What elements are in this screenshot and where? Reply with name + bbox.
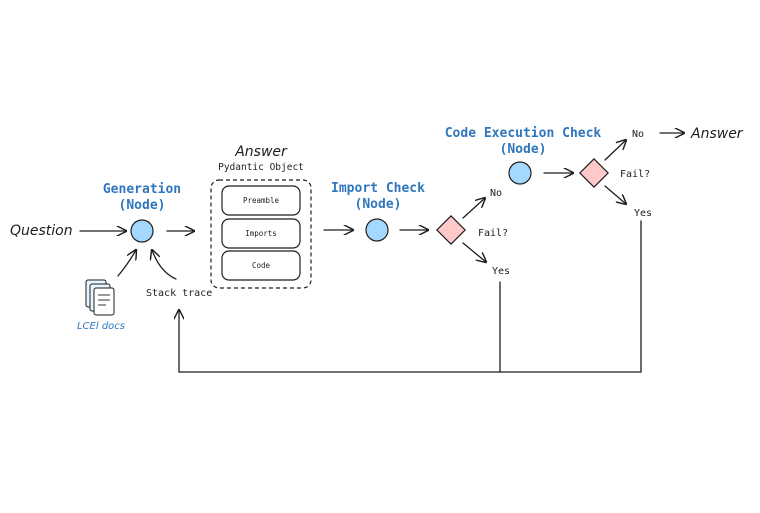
stack-trace-label: Stack trace <box>146 288 212 299</box>
field-preamble-label: Preamble <box>243 196 280 205</box>
import-check-node <box>365 218 389 242</box>
import-no-arrow <box>462 198 485 219</box>
exec-fail-label: Fail? <box>620 169 650 180</box>
field-imports-label: Imports <box>245 229 277 238</box>
import-yes-arrow <box>462 242 486 262</box>
exec-yes-arrow <box>604 185 626 204</box>
import-fail-label: Fail? <box>478 228 508 239</box>
exec-check-title: Code Execution Check <box>445 126 602 141</box>
exec-fail-decision <box>579 158 609 188</box>
question-label: Question <box>10 223 73 239</box>
import-yes-label: Yes <box>492 266 510 277</box>
field-code-box <box>221 250 301 281</box>
exec-check-subtitle: (Node) <box>500 142 547 157</box>
exec-no-label: No <box>632 129 644 140</box>
pydantic-object-label: Pydantic Object <box>218 162 304 173</box>
import-no-label: No <box>490 188 502 199</box>
exec-yes-label: Yes <box>634 208 652 219</box>
generation-subtitle: (Node) <box>119 198 166 213</box>
answer-object-container <box>210 179 312 289</box>
import-check-subtitle: (Node) <box>355 197 402 212</box>
answer-object-title: Answer <box>234 144 288 160</box>
generation-node <box>130 219 154 243</box>
document-stack-icon <box>85 279 115 316</box>
lcel-docs-label: LCEl docs <box>77 321 125 332</box>
final-answer-label: Answer <box>690 126 744 142</box>
field-code-label: Code <box>252 261 271 270</box>
generation-title: Generation <box>103 182 181 197</box>
stack-trace-to-generation-arrow <box>152 250 177 280</box>
field-imports-box <box>221 218 301 249</box>
import-check-title: Import Check <box>331 181 425 196</box>
import-fail-decision <box>436 215 466 245</box>
exec-no-arrow <box>604 140 626 161</box>
exec-check-node <box>508 161 532 185</box>
field-preamble-box <box>221 185 301 216</box>
docs-to-generation-arrow <box>117 250 136 277</box>
